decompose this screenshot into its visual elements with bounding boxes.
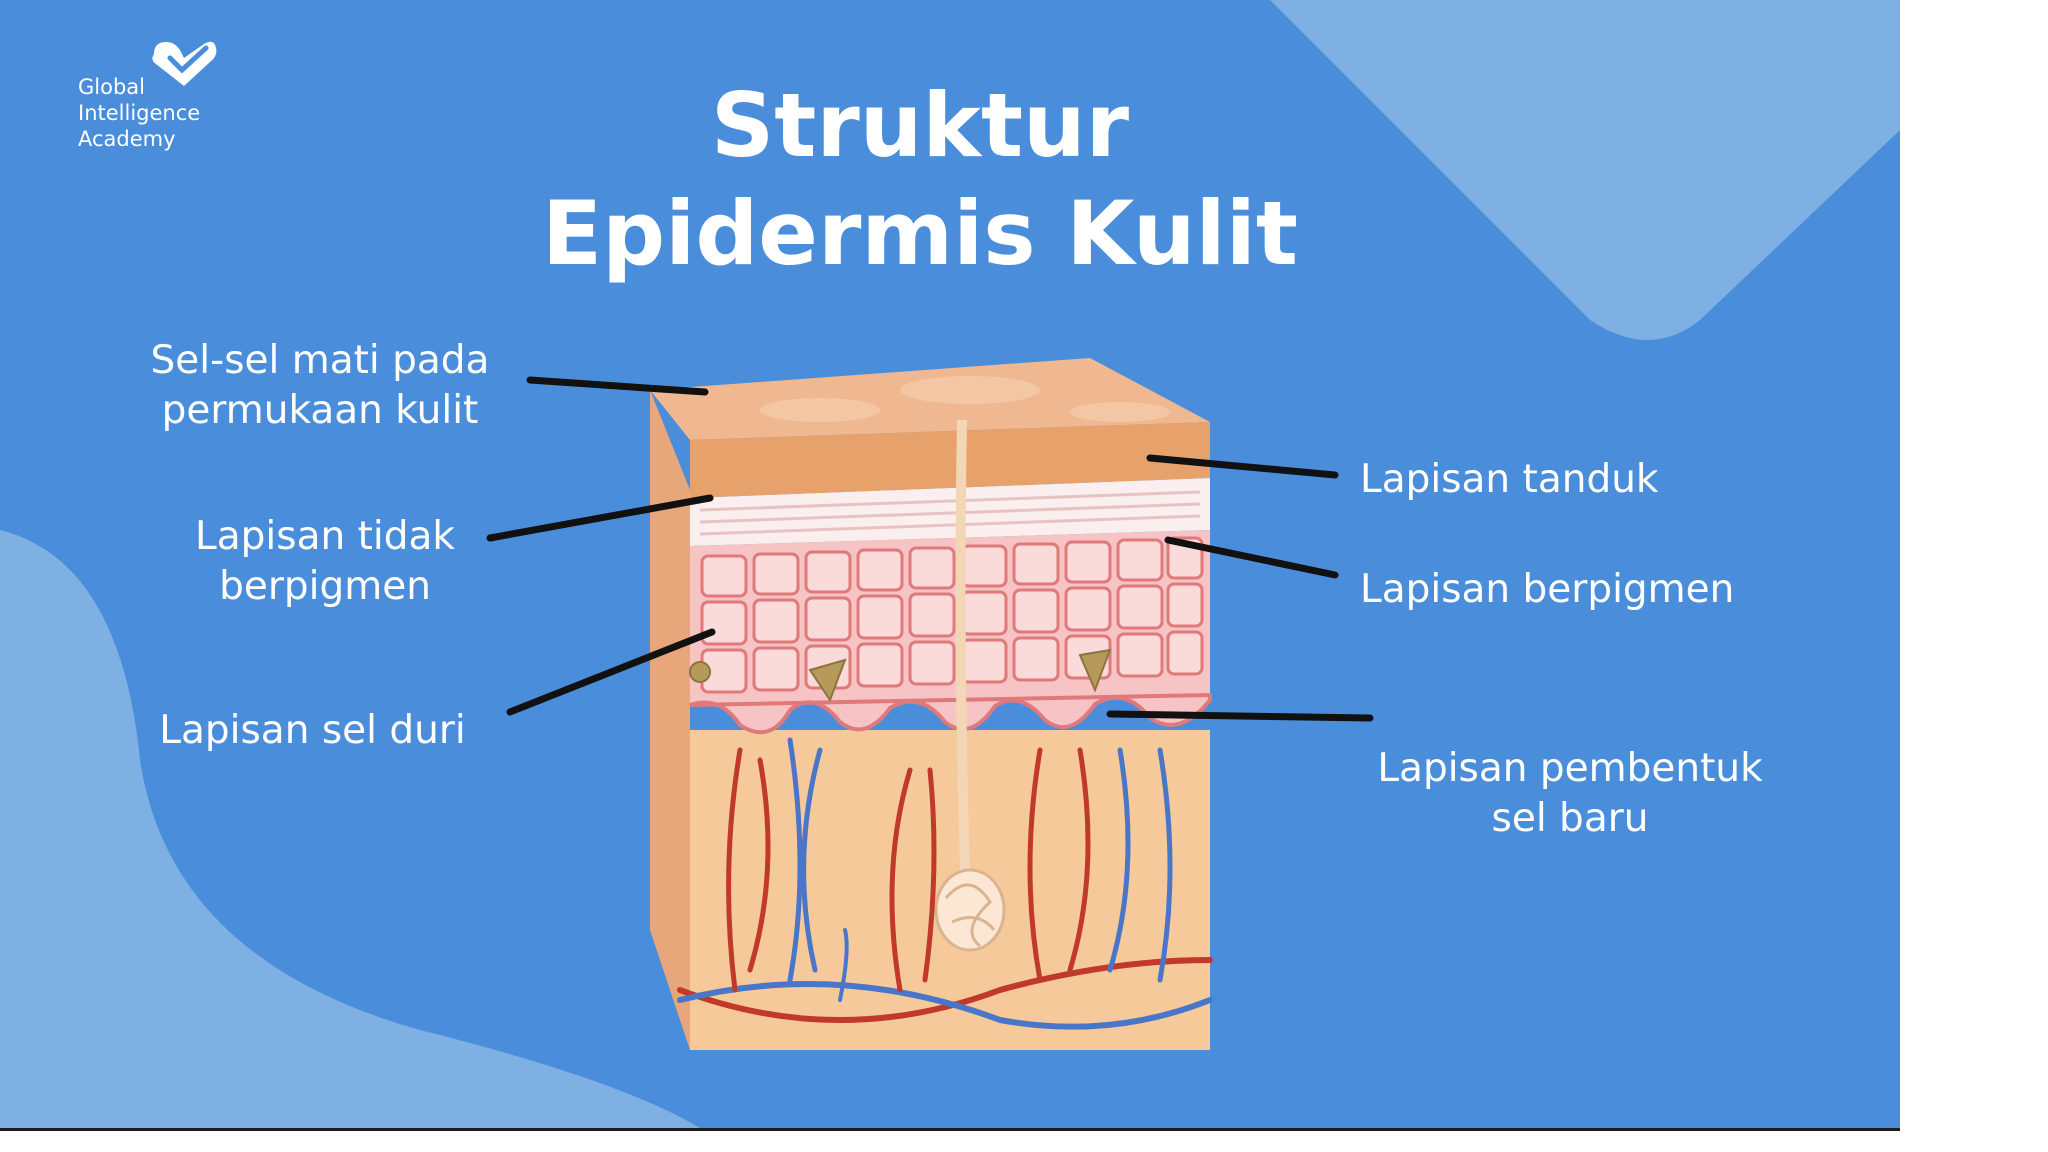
label-pigmented-line-1: Lapisan berpigmen xyxy=(1360,567,1735,612)
logo-text: Global Intelligence Academy xyxy=(78,74,200,152)
cell-grid xyxy=(700,536,1204,694)
label-basal-line-1: Lapisan pembentuk xyxy=(1377,746,1763,791)
label-basal: Lapisan pembentuk sel baru xyxy=(1350,744,1790,844)
label-dead-cells: Sel-sel mati pada permukaan kulit xyxy=(140,336,500,436)
label-horny-line-1: Lapisan tanduk xyxy=(1360,457,1659,502)
label-spiny-line-1: Lapisan sel duri xyxy=(159,708,466,753)
top-right-blob xyxy=(0,0,1900,1128)
logo-line-3: Academy xyxy=(78,127,176,151)
page-title: Struktur Epidermis Kulit xyxy=(430,72,1410,288)
label-unpigmented: Lapisan tidak berpigmen xyxy=(170,512,480,612)
label-pigmented: Lapisan berpigmen xyxy=(1360,565,1780,615)
skin-side-face xyxy=(650,390,690,1050)
leader-pigmented xyxy=(1164,536,1339,579)
sweat-gland xyxy=(934,868,1006,952)
slide-bottom-rule xyxy=(0,1128,1900,1131)
skin-cross-section-illustration xyxy=(650,358,1213,1050)
heart-check-icon xyxy=(152,41,217,86)
leader-dead-cells xyxy=(526,376,709,396)
title-line-2: Epidermis Kulit xyxy=(542,182,1298,285)
leader-unpigmented xyxy=(486,494,714,542)
leader-basal xyxy=(1106,710,1374,722)
label-horny: Lapisan tanduk xyxy=(1360,455,1690,505)
hair-shaft xyxy=(955,419,970,871)
label-dead-cells-line-2: permukaan kulit xyxy=(161,388,479,433)
melanocytes xyxy=(689,648,1112,703)
leader-lines xyxy=(486,376,1374,722)
logo-line-1: Global xyxy=(78,75,145,99)
artery xyxy=(677,957,1213,1023)
horny-layer xyxy=(690,422,1210,498)
slide: Global Intelligence Academy Struktur Epi… xyxy=(0,0,1900,1128)
logo-line-2: Intelligence xyxy=(78,101,201,125)
label-unpigmented-line-1: Lapisan tidak xyxy=(195,514,455,559)
leader-horny xyxy=(1146,454,1339,479)
leader-spiny xyxy=(506,628,716,716)
label-dead-cells-line-1: Sel-sel mati pada xyxy=(150,338,490,383)
label-basal-line-2: sel baru xyxy=(1491,796,1649,841)
title-line-1: Struktur xyxy=(710,74,1130,177)
label-spiny: Lapisan sel duri xyxy=(140,706,485,756)
logo: Global Intelligence Academy xyxy=(76,40,266,152)
vein xyxy=(677,981,1213,1030)
label-unpigmented-line-2: berpigmen xyxy=(219,564,431,609)
